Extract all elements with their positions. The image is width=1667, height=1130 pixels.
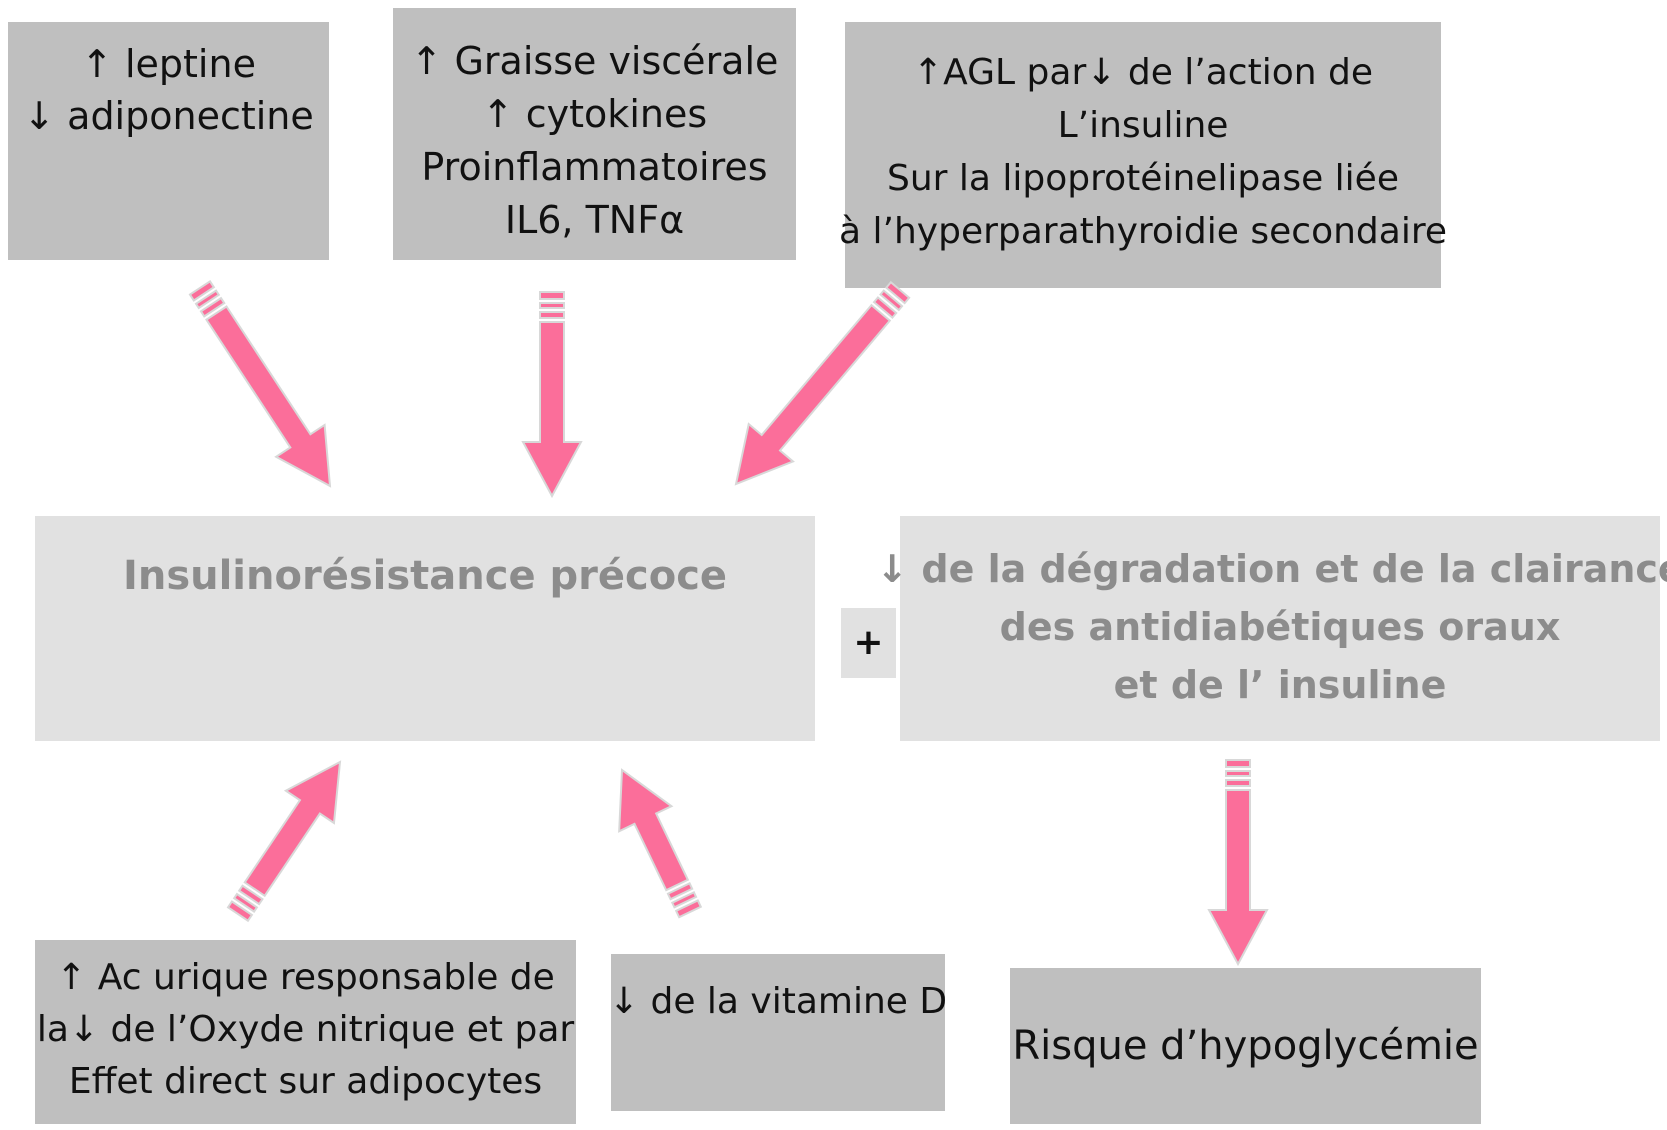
adiponectine-line: ↓ adiponectine — [23, 94, 314, 138]
oxyde-nitrique-line: la↓ de l’Oxyde nitrique et par — [36, 1009, 575, 1050]
vitamine-d-box: ↓ de la vitamine D — [608, 954, 948, 1111]
leptine-line: ↑ leptine — [81, 42, 256, 86]
il6-tnf-line: IL6, TNFα — [504, 198, 685, 242]
insulinoresistance-label: Insulinorésistance précoce — [122, 553, 728, 599]
vitamine-d-line: ↓ de la vitamine D — [608, 981, 948, 1022]
agl-box: ↑AGL par↓ de l’action de L’insuline Sur … — [839, 22, 1447, 288]
plus-sign: + — [853, 622, 884, 663]
arrow-graisse-to-center — [521, 291, 583, 499]
cytokines-line: ↑ cytokines — [481, 92, 708, 136]
graisse-viscerale-box: ↑ Graisse viscérale ↑ cytokines Proinfla… — [393, 8, 796, 260]
degradation-line: ↓ de la dégradation et de la clairance — [876, 547, 1667, 591]
agl-line: ↑AGL par↓ de l’action de — [912, 52, 1374, 93]
adipocytes-line: Effet direct sur adipocytes — [68, 1061, 543, 1102]
graisse-line: ↑ Graisse viscérale — [410, 39, 779, 83]
arrow-vitamine-to-center — [618, 768, 703, 919]
arrow-degradation-to-risque — [1207, 759, 1269, 967]
plus-box: + — [841, 608, 896, 678]
antidiabetiques-line: des antidiabétiques oraux — [999, 605, 1561, 649]
degradation-clairance-box: ↓ de la dégradation et de la clairance d… — [876, 516, 1667, 741]
et-insuline-line: et de l’ insuline — [1113, 663, 1447, 707]
hypoglycemie-box: Risque d’hypoglycémie — [1010, 968, 1481, 1124]
proinflammatoires-line: Proinflammatoires — [421, 145, 768, 189]
leptine-adiponectine-box: ↑ leptine ↓ adiponectine — [8, 22, 329, 260]
lipoproteinelipase-line: Sur la lipoprotéinelipase liée — [887, 158, 1399, 199]
hyperparathyroidie-line: à l’hyperparathyroidie secondaire — [839, 211, 1447, 252]
arrow-acide-to-center — [226, 760, 342, 923]
hypoglycemie-label: Risque d’hypoglycémie — [1012, 1023, 1479, 1069]
acide-urique-box: ↑ Ac urique responsable de la↓ de l’Oxyd… — [35, 940, 576, 1124]
arrow-agl-to-center — [734, 280, 911, 486]
ac-urique-line: ↑ Ac urique responsable de — [56, 957, 555, 998]
arrow-leptine-to-center — [188, 280, 332, 488]
insuline-line: L’insuline — [1057, 105, 1229, 146]
insulinoresistance-box: Insulinorésistance précoce — [35, 516, 815, 741]
